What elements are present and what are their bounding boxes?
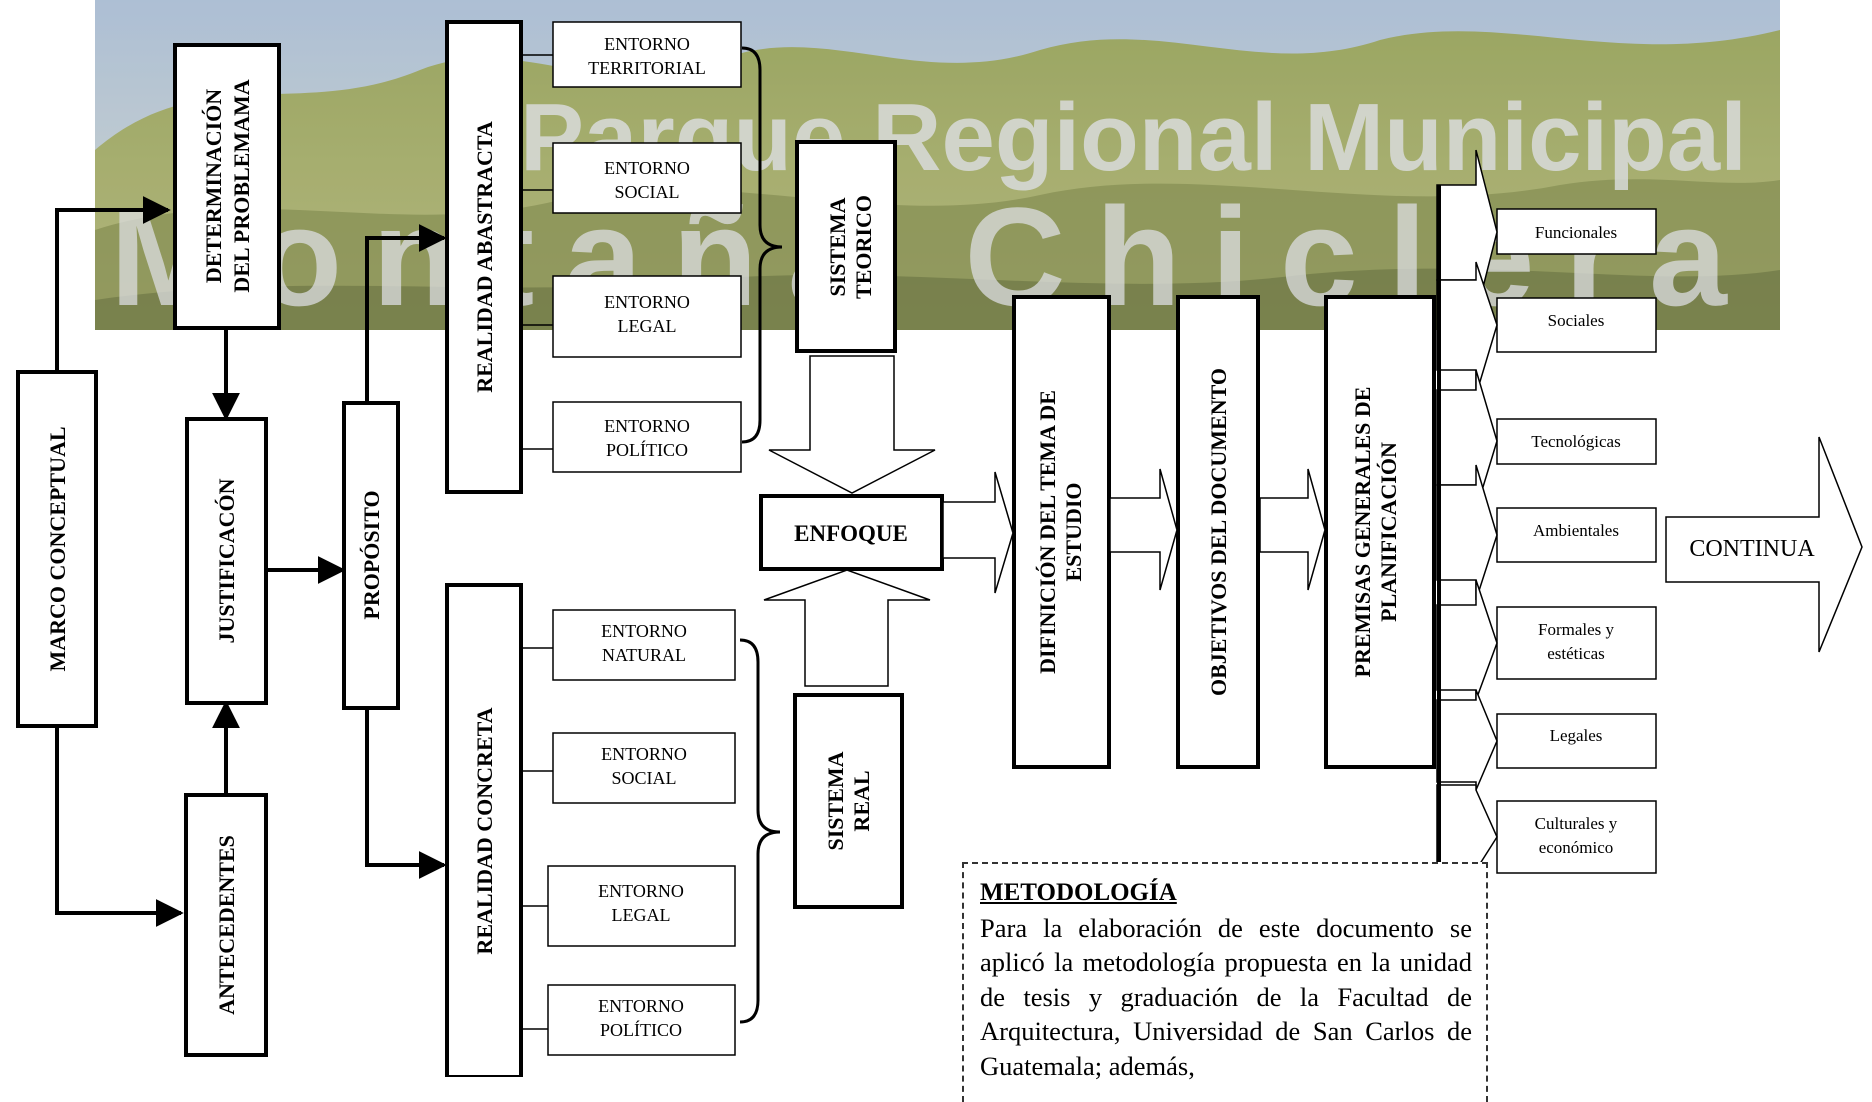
entorno-concreta-1b: NATURAL [602,645,686,665]
entorno-boxes [547,21,742,1056]
thin-connectors [521,54,553,1030]
sistema-teorico-label-1: SISTEMA [825,197,850,296]
category-funcionales: Funcionales [1535,223,1617,242]
entorno-concreta-1a: ENTORNO [601,621,687,641]
entorno-abstracta-2a: ENTORNO [604,158,690,178]
metodologia-note: METODOLOGÍA Para la elaboración de este … [962,862,1488,1102]
proposito-box [342,401,400,710]
determinacion-label-2: DEL PROBLEMAMA [229,79,254,292]
objetivos-label: OBJETIVOS DEL DOCUMENTO [1206,368,1231,696]
vertical-labels: MARCO CONCEPTUAL DETERMINACIÓN DEL PROBL… [45,79,1401,1015]
realidad-abstracta-box [445,20,523,494]
continua-label: CONTINUA [1689,536,1815,562]
entorno-labels: ENTORNO TERRITORIAL ENTORNO SOCIAL ENTOR… [588,34,706,1040]
definicion-label-2: ESTUDIO [1061,482,1086,581]
premisas-branch-arrows [1436,149,1498,873]
metodologia-body: Para la elaboración de este documento se… [980,912,1472,1081]
category-labels: Funcionales Sociales Tecnológicas Ambien… [1531,223,1620,857]
justificacion-label: JUSTIFICACÓN [214,478,239,643]
entorno-abstracta-3a: ENTORNO [604,292,690,312]
realidad-concreta-box [445,583,523,1077]
entorno-concreta-4b: POLÍTICO [600,1019,682,1040]
entorno-concreta-3b: LEGAL [612,905,671,925]
enfoque-label: ENFOQUE [794,521,908,546]
proposito-label: PROPÓSITO [359,490,384,619]
definicion-label-1: DIFINICIÓN DEL TEMA DE [1035,390,1060,674]
entorno-abstracta-4b: POLÍTICO [606,439,688,460]
sistema-real-label-2: REAL [849,770,874,831]
premisas-box [1324,295,1436,769]
antecedentes-label: ANTECEDENTES [214,835,239,1015]
methodology-diagram: Parque Regional Municipal Montaña Chicle… [16,0,1863,1077]
entorno-abstracta-4a: ENTORNO [604,416,690,436]
justificacion-box [185,417,268,705]
entorno-abstracta-1a: ENTORNO [604,34,690,54]
objetivos-box [1176,295,1260,769]
definicion-box [1012,295,1111,769]
metodologia-heading: METODOLOGÍA [980,879,1177,906]
entorno-concreta-2b: SOCIAL [611,768,676,788]
realidad-abstracta-label: REALIDAD ABASTRACTA [472,121,497,393]
entorno-abstracta-3b: LEGAL [618,316,677,336]
category-culturales-1: Culturales y [1535,814,1618,833]
marco-conceptual-label: MARCO CONCEPTUAL [45,426,70,671]
category-sociales: Sociales [1548,311,1605,330]
determinacion-label-1: DETERMINACIÓN [201,89,226,283]
category-ambientales: Ambientales [1533,521,1619,540]
category-formales-1: Formales y [1538,620,1615,639]
category-culturales-2: económico [1539,838,1614,857]
marco-conceptual-box [16,370,98,728]
category-legales: Legales [1550,726,1603,745]
connectors [55,196,447,927]
premisas-label-1: PREMISAS GENERALES DE [1350,387,1375,678]
antecedentes-box [184,793,268,1057]
enfoque-box [759,494,944,571]
premisas-label-2: PLANIFICACIÓN [1376,442,1401,622]
braces [739,46,783,1024]
sistema-teorico-label-2: TEORICO [851,195,876,299]
main-boxes [16,20,1436,1077]
determinacion-box [173,43,281,330]
entorno-abstracta-1b: TERRITORIAL [588,58,706,78]
category-tecnologicas: Tecnológicas [1531,432,1620,451]
sistema-real-box [793,693,904,909]
category-formales-2: estéticas [1547,644,1605,663]
entorno-concreta-2a: ENTORNO [601,744,687,764]
entorno-concreta-4a: ENTORNO [598,996,684,1016]
sistema-teorico-box [795,140,897,353]
background-banner: Parque Regional Municipal Montaña Chicle… [95,0,1780,335]
entorno-abstracta-2b: SOCIAL [614,182,679,202]
entorno-concreta-3a: ENTORNO [598,881,684,901]
category-boxes [1496,208,1657,874]
sistema-real-label-1: SISTEMA [823,751,848,850]
block-arrows [763,355,1863,687]
realidad-concreta-label: REALIDAD CONCRETA [472,707,497,954]
